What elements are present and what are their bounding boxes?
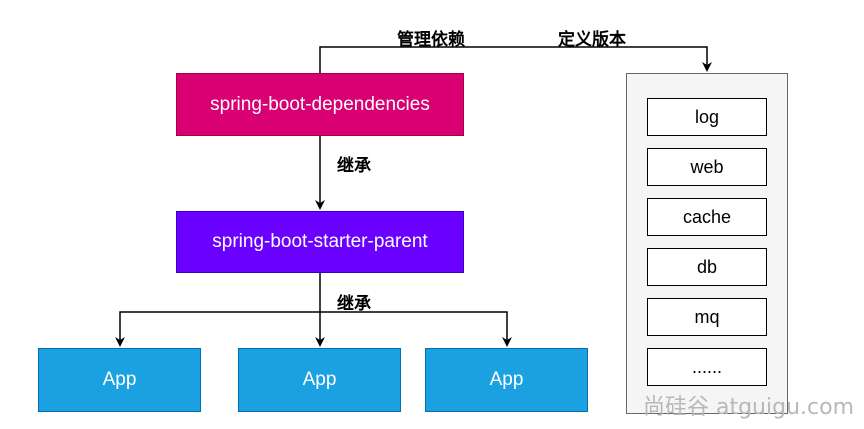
inherit-connector-2-left: [115, 311, 320, 347]
version-item-log: log: [647, 98, 767, 136]
watermark: 尚硅谷 atguigu.com: [642, 395, 854, 420]
version-item-db: db: [647, 248, 767, 286]
spring-boot-starter-parent-node: spring-boot-starter-parent: [176, 211, 464, 273]
app-node-3: App: [425, 348, 588, 412]
version-item-mq: mq: [647, 298, 767, 336]
app-node-1: App: [38, 348, 201, 412]
inherit-connector-2-right: [320, 311, 512, 347]
spring-boot-dependencies-node: spring-boot-dependencies: [176, 73, 464, 136]
inherit-label-2: 继承: [337, 294, 371, 314]
inherit-label-1: 继承: [337, 156, 371, 176]
version-item-cache: cache: [647, 198, 767, 236]
manage-dependencies-connector: [319, 46, 712, 73]
version-item-web: web: [647, 148, 767, 186]
version-item-more: ......: [647, 348, 767, 386]
manage-dependencies-label: 管理依赖: [397, 30, 465, 50]
app-node-2: App: [238, 348, 401, 412]
define-versions-label: 定义版本: [558, 30, 626, 50]
